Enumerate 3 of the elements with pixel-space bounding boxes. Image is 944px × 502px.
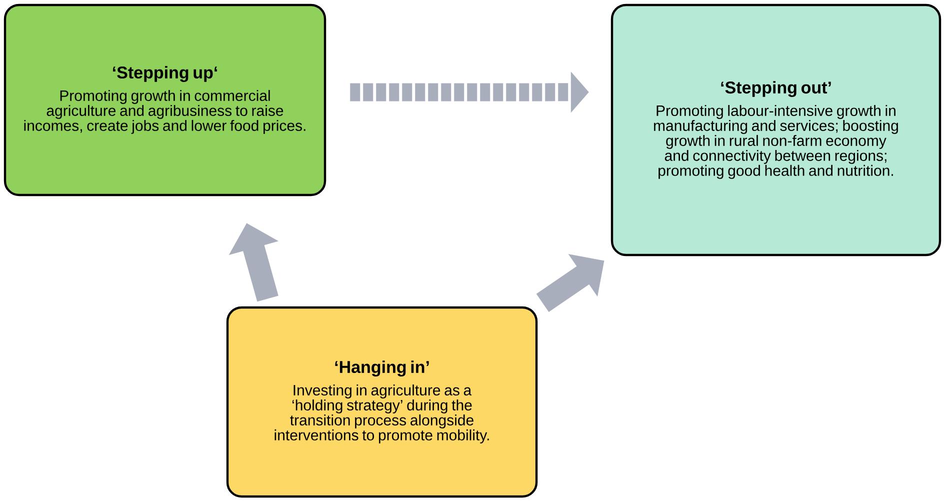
text-box: ‘Hanging in’ Investing in agriculture as a ‘holding strategy’ during the transition process alongside interventions to promote mobility. bbox=[226, 306, 538, 498]
text-box: ‘Stepping up‘ Promoting growth in commercial agriculture and agribusiness to raise incomes, create jobs and lower food prices. bbox=[4, 4, 326, 196]
text-box: ‘Stepping out’ Promoting labour-intensive growth in manufacturing and services; boosting growth in rural non-farm economy and connectivity between regions; promoting good health and nutrition. bbox=[610, 4, 942, 256]
